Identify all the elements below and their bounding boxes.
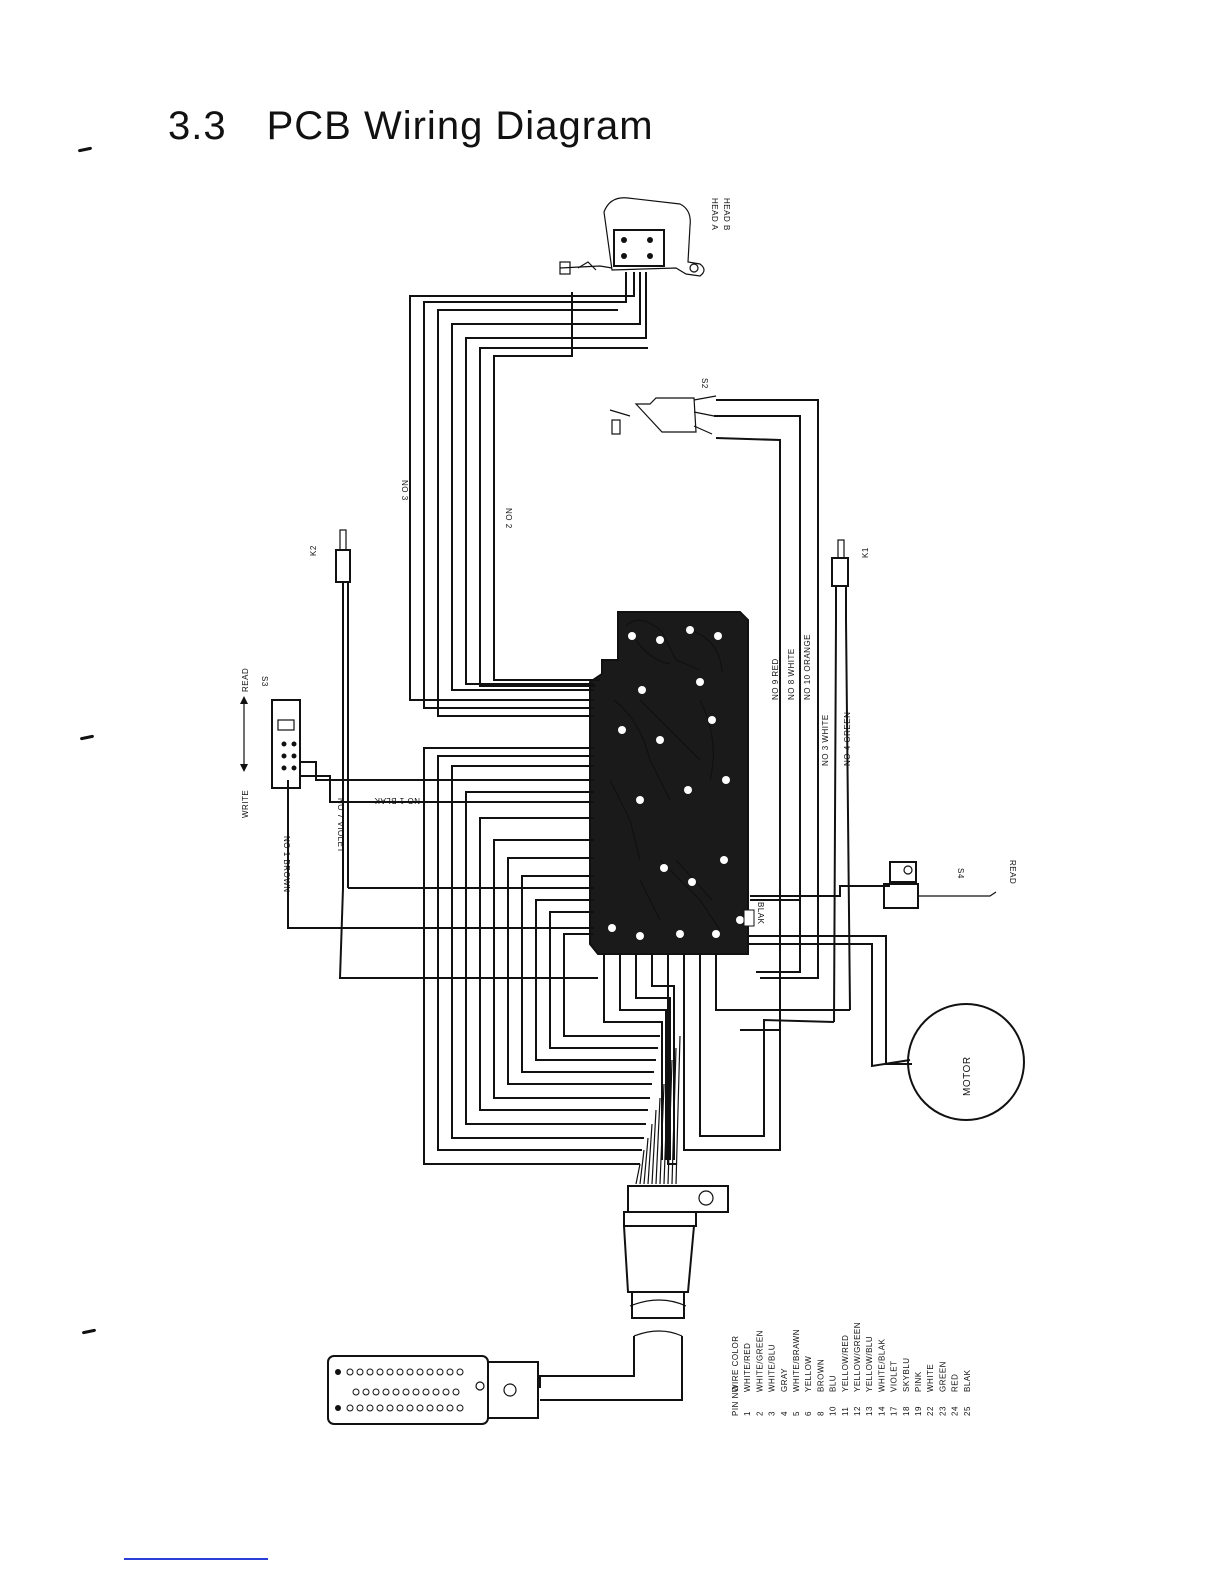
k1-label: K1 bbox=[861, 547, 870, 558]
wire-label-no3w: NO 3 WHITE bbox=[821, 714, 830, 766]
pin-number: 2 bbox=[755, 1411, 764, 1416]
s2-label: S2 bbox=[700, 378, 709, 389]
wire-color: BLAK bbox=[963, 1369, 972, 1392]
wire-label-no10: NO 10 ORANGE bbox=[803, 634, 812, 700]
wire-color: SKYBLU bbox=[902, 1357, 911, 1392]
wire-color: WHITE/BRAWN bbox=[792, 1329, 801, 1392]
footer-rule bbox=[124, 1558, 268, 1560]
head-assembly: HEAD A HEAD B bbox=[559, 197, 731, 277]
pin-number: 14 bbox=[877, 1406, 886, 1416]
pin-number: 1 bbox=[743, 1411, 752, 1416]
sensor-k1: K1 bbox=[831, 539, 870, 1023]
pin-number: 19 bbox=[914, 1406, 923, 1416]
wire-label-no9: NO 9 RED bbox=[771, 658, 780, 700]
wire-color: BROWN bbox=[816, 1359, 825, 1392]
pin-number: 10 bbox=[829, 1406, 838, 1416]
pin-table-header-pin: PIN NO bbox=[731, 1385, 740, 1416]
pin-number: 12 bbox=[853, 1406, 862, 1416]
motor: MOTOR bbox=[907, 1003, 1025, 1121]
pin-number: 6 bbox=[804, 1411, 813, 1416]
wire-label-no2: NO 2 bbox=[504, 508, 513, 529]
wire-color: YELLOW/GREEN bbox=[853, 1322, 862, 1392]
pin-number: 4 bbox=[780, 1411, 789, 1416]
k2-label: K2 bbox=[309, 545, 318, 556]
wire-label-no8: NO 8 WHITE bbox=[787, 648, 796, 700]
pin-number: 18 bbox=[902, 1406, 911, 1416]
blak-label: BLAK bbox=[756, 902, 765, 925]
switch-s4: S4 READ bbox=[883, 860, 1017, 909]
pin-number: 25 bbox=[963, 1406, 972, 1416]
wire-color: VIOLET bbox=[890, 1361, 899, 1392]
wire-color: RED bbox=[951, 1374, 960, 1392]
pin-number: 5 bbox=[792, 1411, 801, 1416]
motor-label: MOTOR bbox=[962, 1056, 973, 1096]
sensor-k2: K2 bbox=[309, 529, 351, 888]
wire-color: BLU bbox=[829, 1375, 838, 1392]
wire-color: WHITE bbox=[926, 1364, 935, 1392]
pin-number: 8 bbox=[816, 1411, 825, 1416]
section-title: PCB Wiring Diagram bbox=[266, 104, 654, 148]
pin-number: 13 bbox=[865, 1406, 874, 1416]
pin-number: 17 bbox=[890, 1406, 899, 1416]
wire-label-no3: NO 3 bbox=[400, 480, 409, 501]
wire-color: YELLOW bbox=[804, 1356, 813, 1392]
wire-color: YELLOW/BLU bbox=[865, 1336, 874, 1392]
pin-number: 24 bbox=[951, 1406, 960, 1416]
switch-s3: S3 WRITE READ bbox=[240, 668, 301, 818]
wire-labels: NO 9 RED NO 8 WHITE NO 10 ORANGE NO 3 WH… bbox=[282, 480, 852, 893]
db25-connector bbox=[327, 1355, 539, 1425]
wire-color: GRAY bbox=[780, 1368, 789, 1392]
head-b-label: HEAD B bbox=[722, 198, 731, 231]
wire-color: WHITE/RED bbox=[743, 1343, 752, 1392]
wire-label-no1-brown: NO 1 BROWN bbox=[282, 836, 291, 893]
wire-label-no1-blak: NO 1 BLAK bbox=[374, 796, 420, 805]
s3-label: S3 bbox=[260, 676, 269, 687]
pin-number: 22 bbox=[926, 1406, 935, 1416]
switch-s2: S2 bbox=[609, 378, 717, 435]
wire-color: WHITE/GREEN bbox=[755, 1330, 764, 1392]
pin-number: 11 bbox=[841, 1407, 850, 1416]
wire-color: YELLOW/RED bbox=[841, 1335, 850, 1392]
wire-color: GREEN bbox=[938, 1361, 947, 1392]
wire-color: WHITE/BLU bbox=[768, 1344, 777, 1392]
write-label: WRITE bbox=[241, 790, 250, 818]
wire-label-no4: NO 4 GREEN bbox=[843, 712, 852, 766]
pcb-board: BLAK bbox=[589, 611, 765, 955]
harness-wires bbox=[287, 272, 912, 1185]
pin-number: 23 bbox=[938, 1406, 947, 1416]
s4-label: S4 bbox=[956, 868, 965, 879]
pin-table-header-color: WIRE COLOR bbox=[731, 1335, 740, 1392]
page-title: 3.3 PCB Wiring Diagram bbox=[168, 104, 654, 149]
wire-label-no7: NO 7 VIOLET bbox=[336, 798, 345, 853]
pin-number: 3 bbox=[768, 1411, 777, 1416]
head-a-label: HEAD A bbox=[710, 198, 719, 231]
read-switch-label: READ bbox=[241, 668, 250, 692]
cable-connector bbox=[539, 1185, 729, 1401]
read-s4-label: READ bbox=[1008, 860, 1017, 884]
wire-color: PINK bbox=[914, 1371, 923, 1392]
wire-color: WHITE/BLAK bbox=[877, 1338, 886, 1392]
section-number: 3.3 bbox=[168, 104, 227, 148]
